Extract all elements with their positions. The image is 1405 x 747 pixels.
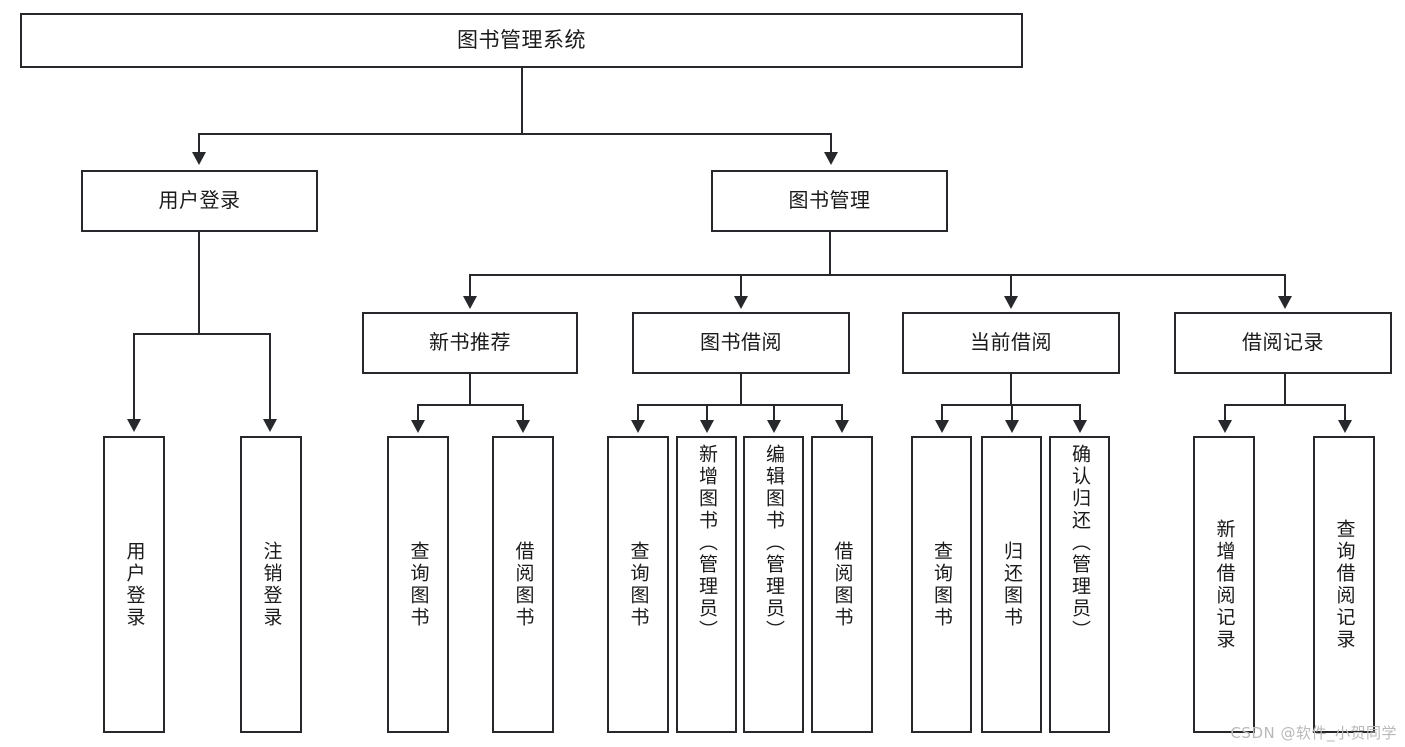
connector-bb-branch-1 (637, 404, 639, 422)
node-borrow-record[interactable]: 借阅记录 (1174, 312, 1392, 374)
connector-nbr-branch-1 (417, 404, 419, 422)
node-label: 归还图书 (1001, 540, 1023, 629)
node-label: 新书推荐 (429, 330, 511, 355)
connector-root-split-bar (198, 133, 832, 135)
connector-to-new-book-recommend (469, 274, 471, 298)
arrowhead-nbr-leaf-2 (516, 420, 530, 433)
node-label: 确认归还（管理员） (1069, 444, 1091, 642)
connector-new-book-recommend-split-bar (417, 404, 524, 406)
leaf-confirm-return-admin[interactable]: 确认归还（管理员） (1049, 436, 1110, 733)
leaf-return-book[interactable]: 归还图书 (981, 436, 1042, 733)
leaf-edit-book-admin[interactable]: 编辑图书（管理员） (743, 436, 804, 733)
arrowhead-to-book-management (824, 152, 838, 165)
node-label: 注销登录 (260, 540, 283, 629)
arrowhead-to-borrow-record (1278, 296, 1292, 309)
leaf-query-book-recommend[interactable]: 查询图书 (387, 436, 449, 733)
connector-bb-branch-4 (841, 404, 843, 422)
node-book-management[interactable]: 图书管理 (711, 170, 948, 232)
leaf-borrow-book[interactable]: 借阅图书 (811, 436, 873, 733)
arrowhead-br-leaf-2 (1338, 420, 1352, 433)
arrowhead-to-user-login (192, 152, 206, 165)
node-label: 新增借阅记录 (1213, 518, 1236, 651)
arrowhead-to-current-borrow (1004, 296, 1018, 309)
connector-new-book-recommend-stem (469, 374, 471, 404)
connector-nbr-branch-2 (522, 404, 524, 422)
node-current-borrow[interactable]: 当前借阅 (902, 312, 1120, 374)
node-label: 查询借阅记录 (1333, 518, 1356, 651)
leaf-user-login[interactable]: 用户登录 (103, 436, 165, 733)
connector-br-branch-1 (1224, 404, 1226, 422)
node-label: 图书借阅 (700, 330, 782, 355)
leaf-logout[interactable]: 注销登录 (240, 436, 302, 733)
arrowhead-bb-leaf-2 (700, 420, 714, 433)
connector-book-management-stem (829, 232, 831, 274)
arrowhead-to-new-book-recommend (463, 296, 477, 309)
node-label: 当前借阅 (970, 330, 1052, 355)
node-label: 借阅图书 (831, 540, 854, 629)
node-label: 用户登录 (123, 540, 146, 629)
connector-user-login-branch-1 (133, 333, 135, 421)
connector-root-to-user-login (198, 133, 200, 155)
arrowhead-cb-leaf-3 (1073, 420, 1087, 433)
node-label: 查询图书 (407, 540, 430, 629)
node-label: 借阅图书 (512, 540, 535, 629)
leaf-query-book-borrow[interactable]: 查询图书 (607, 436, 669, 733)
connector-user-login-branch-2 (269, 333, 271, 421)
arrowhead-cb-leaf-2 (1005, 420, 1019, 433)
node-label: 借阅记录 (1242, 330, 1324, 355)
connector-user-login-split-bar (133, 333, 270, 335)
leaf-borrow-book-recommend[interactable]: 借阅图书 (492, 436, 554, 733)
connector-current-borrow-stem (1010, 374, 1012, 404)
connector-br-branch-2 (1344, 404, 1346, 422)
arrowhead-bb-leaf-3 (767, 420, 781, 433)
connector-book-borrow-split-bar (637, 404, 843, 406)
connector-current-borrow-split-bar (941, 404, 1080, 406)
leaf-query-book-current[interactable]: 查询图书 (911, 436, 972, 733)
connector-to-book-borrow (740, 274, 742, 298)
arrowhead-bb-leaf-4 (835, 420, 849, 433)
node-user-login[interactable]: 用户登录 (81, 170, 318, 232)
node-label: 查询图书 (627, 540, 650, 629)
arrowhead-nbr-leaf-1 (411, 420, 425, 433)
node-root-book-management-system[interactable]: 图书管理系统 (20, 13, 1023, 68)
connector-borrow-record-stem (1284, 374, 1286, 404)
connector-root-to-book-management (830, 133, 832, 155)
node-label: 查询图书 (931, 540, 953, 629)
connector-root-stem (521, 68, 523, 133)
connector-cb-branch-2 (1011, 404, 1013, 422)
connector-user-login-stem (198, 232, 200, 333)
connector-book-management-split-bar (469, 274, 1286, 276)
connector-bb-branch-2 (706, 404, 708, 422)
arrowhead-bb-leaf-1 (631, 420, 645, 433)
leaf-add-borrow-record[interactable]: 新增借阅记录 (1193, 436, 1255, 733)
connector-borrow-record-split-bar (1224, 404, 1346, 406)
connector-cb-branch-1 (941, 404, 943, 422)
node-label: 用户登录 (158, 188, 241, 213)
arrowhead-br-leaf-1 (1218, 420, 1232, 433)
node-label: 图书管理系统 (457, 28, 586, 53)
node-label: 编辑图书（管理员） (763, 444, 785, 642)
leaf-add-book-admin[interactable]: 新增图书（管理员） (676, 436, 737, 733)
leaf-query-borrow-record[interactable]: 查询借阅记录 (1313, 436, 1375, 733)
connector-book-borrow-stem (740, 374, 742, 404)
arrowhead-user-login-leaf-2 (263, 419, 277, 432)
connector-bb-branch-3 (773, 404, 775, 422)
connector-cb-branch-3 (1079, 404, 1081, 422)
arrowhead-to-book-borrow (734, 296, 748, 309)
arrowhead-user-login-leaf-1 (127, 419, 141, 432)
node-book-borrow[interactable]: 图书借阅 (632, 312, 850, 374)
connector-to-current-borrow (1010, 274, 1012, 298)
node-new-book-recommend[interactable]: 新书推荐 (362, 312, 578, 374)
arrowhead-cb-leaf-1 (935, 420, 949, 433)
node-label: 新增图书（管理员） (696, 444, 718, 642)
node-label: 图书管理 (788, 188, 871, 213)
connector-to-borrow-record (1284, 274, 1286, 298)
